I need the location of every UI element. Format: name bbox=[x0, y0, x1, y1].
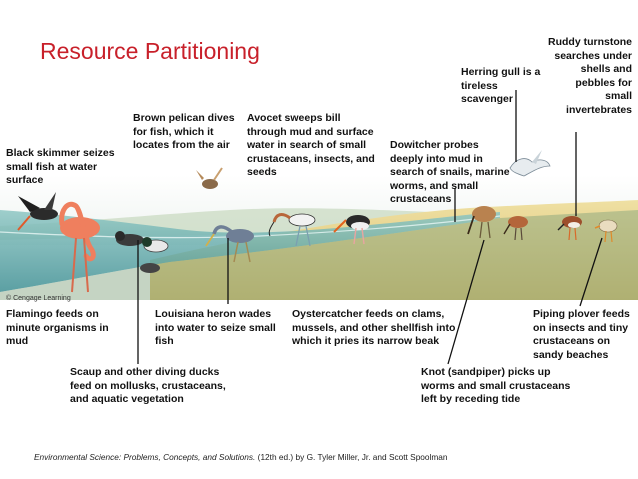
scaup-illustration bbox=[115, 231, 169, 273]
black-skimmer-illustration bbox=[17, 192, 58, 231]
copyright-notice: © Cengage Learning bbox=[6, 295, 71, 302]
piping-plover-illustration bbox=[594, 219, 618, 243]
label-oystercatcher: Oystercatcher feeds on clams, mussels, a… bbox=[292, 308, 456, 347]
page-title: Resource Partitioning bbox=[40, 38, 260, 64]
knot-illustration bbox=[503, 216, 528, 241]
leader-plover bbox=[579, 237, 603, 307]
label-piping-plover: Piping plover feeds on insects and tiny … bbox=[533, 308, 630, 361]
credit-authors: (12th ed.) by G. Tyler Miller, Jr. and S… bbox=[255, 452, 448, 462]
water-body bbox=[0, 210, 500, 292]
label-scaup: Scaup and other diving ducks feed on mol… bbox=[70, 366, 226, 405]
label-black-skimmer: Black skimmer seizes small fish at water… bbox=[6, 147, 115, 186]
leader-knot bbox=[447, 239, 485, 365]
herring-gull-illustration bbox=[509, 150, 551, 177]
label-louisiana-heron: Louisiana heron wades into water to seiz… bbox=[155, 308, 276, 347]
label-knot: Knot (sandpiper) picks up worms and smal… bbox=[421, 366, 571, 405]
dowitcher-illustration bbox=[467, 206, 496, 239]
label-herring-gull: Herring gull is a tireless scavenger bbox=[461, 66, 541, 105]
label-ruddy-turnstone: Ruddy turnstone searches under shells an… bbox=[548, 36, 632, 116]
label-dowitcher: Dowitcher probes deeply into mud in sear… bbox=[390, 139, 510, 205]
oystercatcher-illustration bbox=[333, 215, 370, 245]
label-brown-pelican: Brown pelican dives for fish, which it l… bbox=[133, 112, 235, 151]
leader-lines bbox=[137, 90, 603, 365]
label-flamingo: Flamingo feeds on minute organisms in mu… bbox=[6, 308, 109, 347]
ruddy-turnstone-illustration bbox=[557, 216, 582, 241]
louisiana-heron-illustration bbox=[205, 225, 254, 263]
flamingo-illustration bbox=[59, 201, 100, 293]
label-avocet: Avocet sweeps bill through mud and surfa… bbox=[247, 112, 375, 178]
avocet-illustration bbox=[268, 213, 316, 247]
brown-pelican-illustration bbox=[196, 167, 223, 189]
source-credit: Environmental Science: Problems, Concept… bbox=[34, 452, 448, 462]
credit-book-title: Environmental Science: Problems, Concept… bbox=[34, 452, 256, 462]
mud-bottom bbox=[0, 210, 638, 300]
